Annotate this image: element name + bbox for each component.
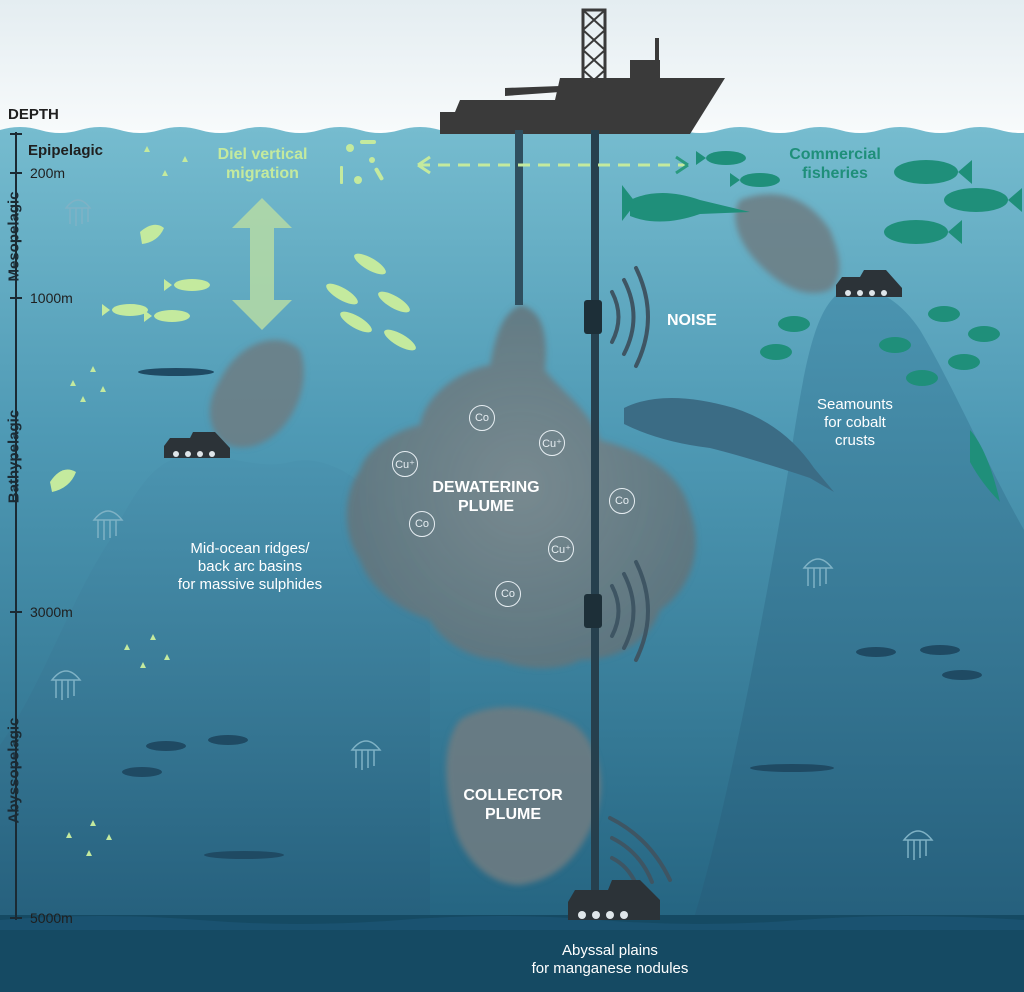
zone-bathypelagic: Bathypelagic — [5, 409, 23, 504]
zone-epipelagic: Epipelagic — [28, 142, 104, 159]
fish-icon — [696, 151, 1022, 502]
mid-ocean-ridge — [0, 455, 430, 930]
fish-icon — [122, 368, 982, 859]
zone-mesopelagic: Mesopelagic — [5, 191, 23, 282]
diel-migration-label: Diel vertical migration — [217, 146, 308, 183]
migration-arrow-icon — [232, 198, 292, 330]
dewatering-plume-label: DEWATERING PLUME — [432, 479, 540, 516]
plankton-icon — [66, 140, 384, 856]
cobalt-marker: Co — [495, 581, 521, 607]
depth-axis — [10, 132, 22, 920]
fisheries-dashed-arrow — [417, 155, 689, 175]
whale-icon — [624, 398, 834, 492]
ship-icon — [440, 8, 725, 134]
mining-vehicle-icon — [164, 432, 230, 458]
depth-mark-200m: 200m — [30, 165, 66, 181]
depth-mark-1000m: 1000m — [30, 290, 73, 306]
fish-icon — [50, 224, 416, 492]
noise-label: NOISE — [667, 312, 717, 329]
collector-plume-label: COLLECTOR PLUME — [463, 787, 563, 824]
zone-abyssopelagic: Abyssopelagic — [5, 717, 23, 824]
seamounts-label: Seamounts for cobalt crusts — [817, 396, 893, 449]
ridges-label: Mid-ocean ridges/ back arc basins for ma… — [177, 540, 323, 593]
jellyfish-icon — [50, 199, 934, 860]
depth-title: DEPTH — [8, 106, 59, 123]
commercial-fisheries-label: Commercial fisheries — [789, 146, 881, 183]
dewatering-plume-cloud — [209, 194, 840, 885]
depth-mark-5000m: 5000m — [30, 910, 73, 926]
copper-marker: Cu⁺ — [539, 430, 565, 456]
riser-pipe-left — [515, 130, 523, 305]
cobalt-marker: Co — [609, 488, 635, 514]
depth-mark-3000m: 3000m — [30, 604, 73, 620]
cobalt-marker: Co — [409, 511, 435, 537]
mining-vehicle-icon — [568, 880, 660, 920]
cobalt-marker: Co — [469, 405, 495, 431]
copper-marker: Cu⁺ — [392, 451, 418, 477]
riser-pipe-main — [591, 130, 599, 900]
pump-module — [584, 300, 602, 334]
abyssal-plains-label: Abyssal plains for manganese nodules — [531, 942, 689, 977]
mining-vehicle-icon — [836, 270, 902, 297]
copper-marker: Cu⁺ — [548, 536, 574, 562]
swordfish-icon — [622, 185, 750, 222]
pump-module — [584, 594, 602, 628]
